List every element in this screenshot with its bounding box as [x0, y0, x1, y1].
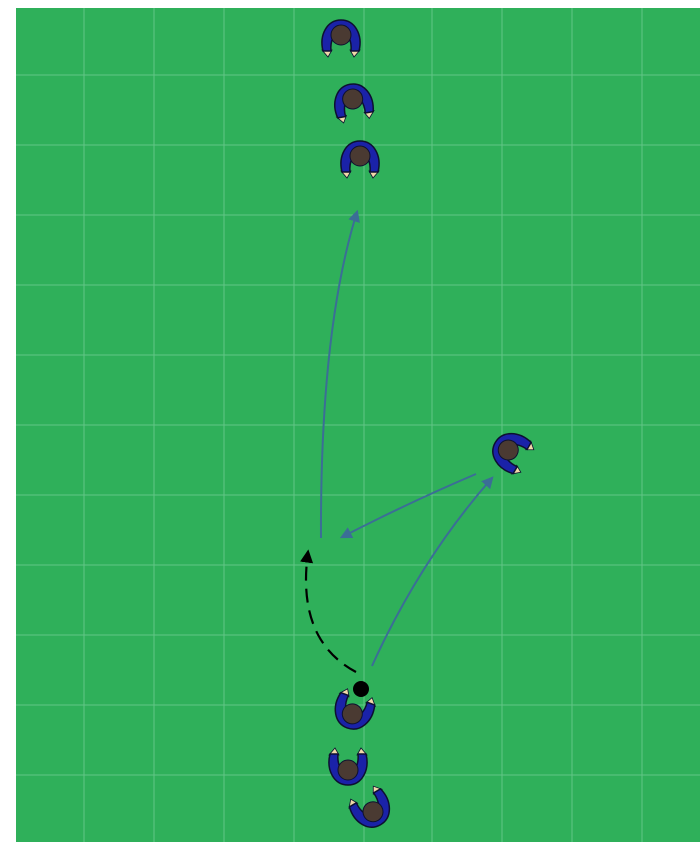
ball-icon — [353, 681, 369, 697]
